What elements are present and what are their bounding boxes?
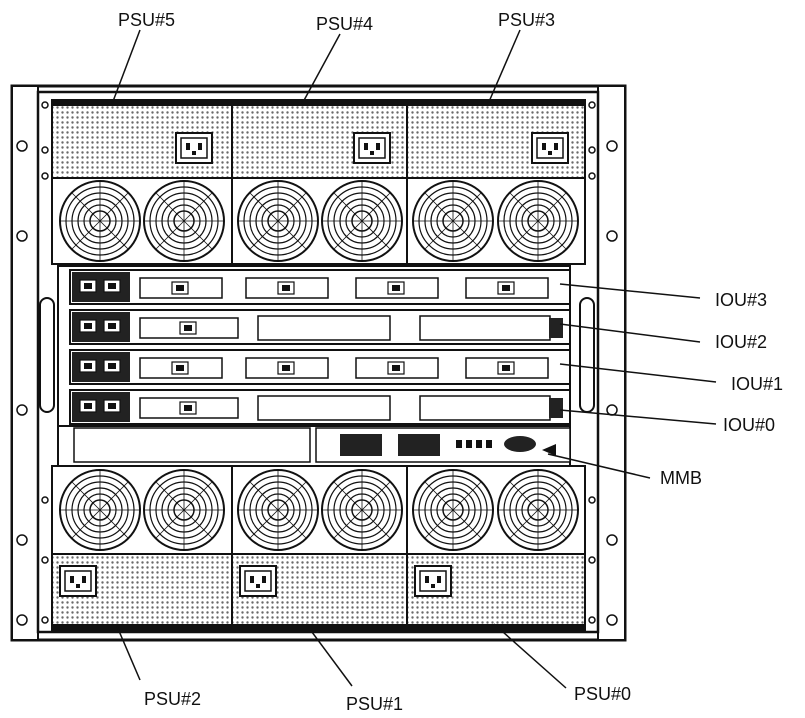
right-rail xyxy=(597,85,626,641)
label-psu5: PSU#5 xyxy=(118,10,175,30)
leader-iou2 xyxy=(559,323,701,343)
label-psu0: PSU#0 xyxy=(574,684,631,704)
label-psu1: PSU#1 xyxy=(346,694,403,714)
label-iou3: IOU#3 xyxy=(715,290,767,310)
psu-0-unit xyxy=(406,465,586,631)
leader-lines xyxy=(111,29,717,689)
iou-0-unit xyxy=(69,389,571,425)
mmb-unit xyxy=(57,425,571,467)
psu-5-unit xyxy=(51,99,233,265)
label-iou0: IOU#0 xyxy=(723,415,775,435)
iou-1-unit xyxy=(69,349,571,385)
label-iou2: IOU#2 xyxy=(715,332,767,352)
psu-3-unit xyxy=(406,99,586,265)
rail-screws xyxy=(16,101,618,626)
leader-psu3 xyxy=(487,29,521,105)
label-psu2: PSU#2 xyxy=(144,689,201,709)
leader-psu1 xyxy=(305,623,353,687)
iou-3-unit xyxy=(69,269,571,305)
leader-psu5 xyxy=(111,29,141,105)
psu-1-unit xyxy=(231,465,408,631)
psu-4-unit xyxy=(231,99,408,265)
left-rail xyxy=(11,85,39,641)
leader-iou3 xyxy=(559,283,701,299)
leader-iou0 xyxy=(559,409,717,425)
leader-psu2 xyxy=(115,623,141,681)
leader-psu0 xyxy=(493,623,567,689)
label-iou1: IOU#1 xyxy=(731,374,783,394)
left-handle xyxy=(39,297,55,413)
label-psu4: PSU#4 xyxy=(316,14,373,34)
label-mmb: MMB xyxy=(660,468,702,488)
psu-2-unit xyxy=(51,465,233,631)
leader-mmb xyxy=(547,453,651,479)
iou-2-unit xyxy=(69,309,571,345)
label-psu3: PSU#3 xyxy=(498,10,555,30)
right-handle xyxy=(579,297,595,413)
leader-psu4 xyxy=(301,33,341,105)
leader-iou1 xyxy=(559,363,717,383)
